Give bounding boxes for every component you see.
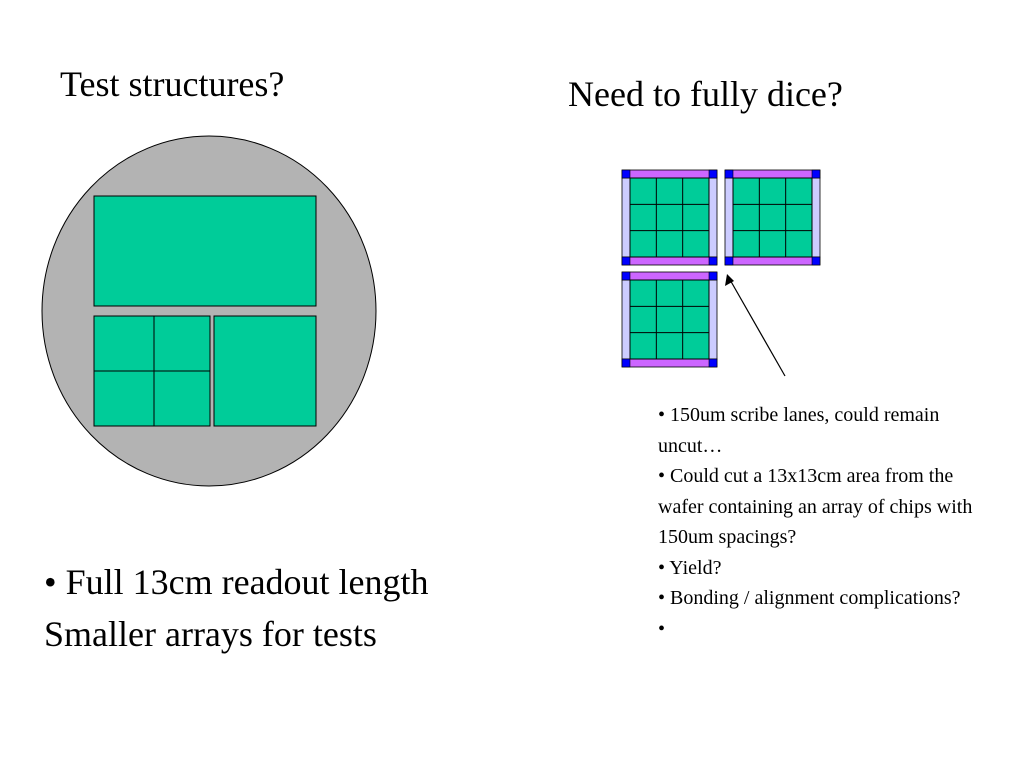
diced-module (724, 169, 821, 266)
scribe-lane-left (724, 177, 734, 258)
scribe-lane-bottom (724, 256, 821, 266)
scribe-lane-top (621, 169, 718, 179)
diced-module (621, 271, 718, 368)
diced-modules (621, 169, 821, 368)
scribe-lane-bottom (621, 256, 718, 266)
diced-module (621, 169, 718, 266)
corner-pad (621, 256, 631, 266)
scribe-lane-top (621, 271, 718, 281)
chip-array (629, 177, 710, 258)
note-smaller-arrays: Smaller arrays for tests (44, 614, 377, 654)
corner-pad (621, 358, 631, 368)
scribe-lane-top (724, 169, 821, 179)
note-yield: • Yield? (658, 556, 722, 579)
callout-arrowhead (725, 274, 734, 286)
scribe-lane-right (708, 279, 718, 360)
note-scribe-lanes: • 150um scribe lanes, could remain uncut… (658, 404, 940, 457)
corner-pad (708, 358, 718, 368)
corner-pad (708, 256, 718, 266)
right-notes: • 150um scribe lanes, could remain uncut… (658, 400, 978, 644)
scribe-lane-right (708, 177, 718, 258)
scribe-lane-right (811, 177, 821, 258)
right-heading: Need to fully dice? (568, 74, 843, 114)
corner-pad (708, 271, 718, 281)
quad-test-array (93, 315, 211, 427)
callout-arrow (728, 277, 786, 377)
corner-pad (811, 169, 821, 179)
note-cut-area: • Could cut a 13x13cm area from the wafe… (658, 465, 973, 548)
left-heading: Test structures? (60, 64, 285, 104)
chip-array (732, 177, 813, 258)
corner-pad (724, 256, 734, 266)
scribe-lane-bottom (621, 358, 718, 368)
corner-pad (621, 169, 631, 179)
corner-pad (621, 271, 631, 281)
wafer-circle (41, 135, 377, 487)
note-readout-length: • Full 13cm readout length (44, 562, 429, 602)
note-empty-bullet: • (658, 617, 666, 640)
corner-pad (724, 169, 734, 179)
large-array-chip (93, 195, 317, 307)
chip-array (629, 279, 710, 360)
single-test-chip (213, 315, 317, 427)
left-notes: • Full 13cm readout length Smaller array… (44, 556, 429, 660)
corner-pad (708, 169, 718, 179)
note-bonding: • Bonding / alignment complications? (658, 587, 961, 609)
corner-pad (811, 256, 821, 266)
scribe-lane-left (621, 177, 631, 258)
wafer-diagram (41, 135, 377, 487)
scribe-lane-left (621, 279, 631, 360)
